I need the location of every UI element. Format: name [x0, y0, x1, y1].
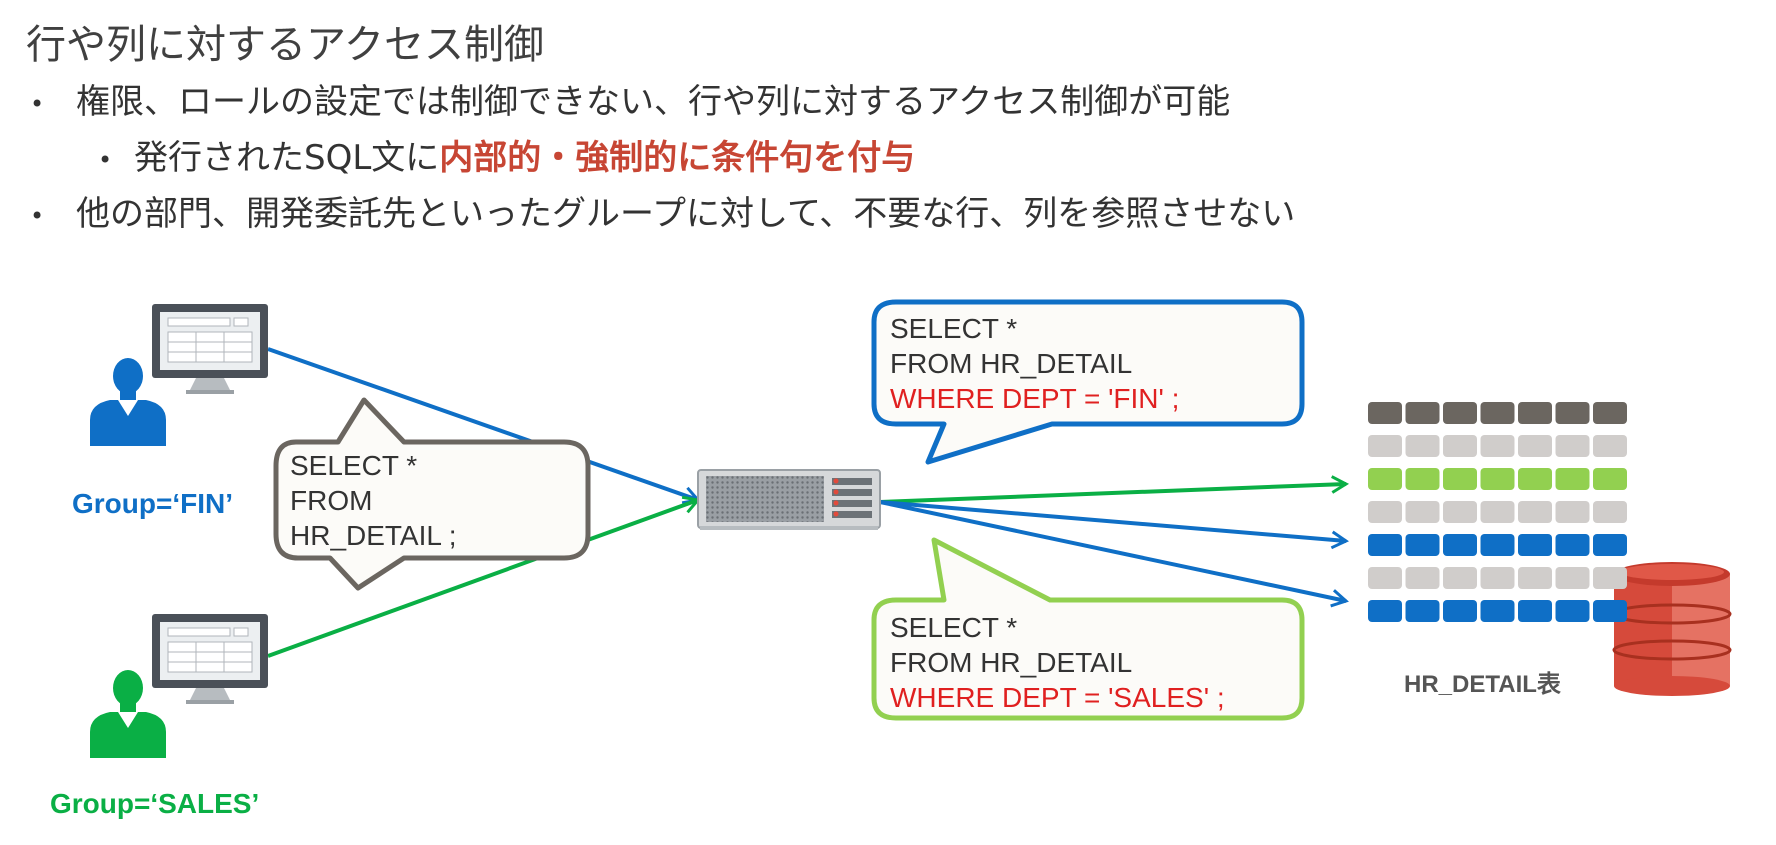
- table-cell: [1593, 402, 1627, 424]
- table-cell: [1480, 435, 1515, 457]
- table-cell: [1518, 435, 1552, 457]
- monitor-icon: [152, 304, 268, 394]
- table-cell: [1593, 600, 1627, 622]
- table-cell: [1443, 435, 1477, 457]
- table-cell: [1593, 435, 1627, 457]
- person-icon: [90, 358, 166, 446]
- fin-query-where: WHERE DEPT = 'FIN' ;: [890, 383, 1180, 414]
- bullet-1a-text: 発行されたSQL文に: [134, 138, 440, 178]
- bullet-1a-emphasis: 内部的・強制的に条件句を付与: [439, 138, 916, 178]
- sales-query-line-2: FROM HR_DETAIL: [890, 647, 1133, 678]
- table-cell: [1480, 402, 1515, 424]
- table-cell: [1443, 402, 1477, 424]
- table-cell: [1555, 501, 1590, 523]
- user-query-line-1: SELECT *: [290, 450, 418, 481]
- sales-query-where: WHERE DEPT = 'SALES' ;: [890, 682, 1225, 713]
- fin-query-line-2: FROM HR_DETAIL: [890, 348, 1133, 379]
- table-cell: [1405, 534, 1440, 556]
- table-cell: [1518, 534, 1552, 556]
- group-sales-label: Group=‘SALES’: [50, 788, 260, 819]
- table-cell: [1405, 435, 1440, 457]
- table-cell: [1443, 534, 1477, 556]
- table-cell: [1368, 534, 1402, 556]
- server-to-green-row-line: [879, 475, 1350, 504]
- user-query-text: SELECT * FROM HR_DETAIL ;: [290, 448, 456, 553]
- table-cell: [1480, 534, 1515, 556]
- table-cell: [1368, 600, 1402, 622]
- sales-query-callout: [871, 537, 1305, 721]
- bullet-2-text: 他の部門、開発委託先といったグループに対して、不要な行、列を参照させない: [76, 194, 1296, 234]
- sales-query-text: SELECT * FROM HR_DETAIL WHERE DEPT = 'SA…: [890, 610, 1225, 715]
- table-cell: [1443, 501, 1477, 523]
- bullet-dot: •: [98, 145, 113, 174]
- user-query-line-2: FROM: [290, 485, 373, 516]
- table-cell: [1480, 567, 1515, 589]
- table-cell: [1555, 567, 1590, 589]
- table-cell: [1518, 567, 1552, 589]
- table-cell: [1405, 600, 1440, 622]
- table-cell: [1443, 600, 1477, 622]
- table-cell: [1405, 402, 1440, 424]
- user-query-callout: [273, 397, 591, 591]
- table-cell: [1368, 468, 1402, 490]
- table-cell: [1518, 501, 1552, 523]
- server-to-blue-row2-line: [879, 500, 1349, 608]
- bullet-2: • 他の部門、開発委託先といったグループに対して、不要な行、列を参照させない: [30, 186, 1295, 235]
- page-title: 行や列に対するアクセス制御: [26, 22, 544, 68]
- group-fin-label: Group=‘FIN’: [72, 488, 233, 519]
- bullet-dot: •: [30, 201, 45, 230]
- fin-query-text: SELECT * FROM HR_DETAIL WHERE DEPT = 'FI…: [890, 311, 1179, 416]
- table-label: HR_DETAIL表: [1404, 671, 1561, 698]
- table-cell: [1480, 501, 1515, 523]
- fin-user: [90, 304, 268, 446]
- fin-query-callout: [871, 299, 1305, 465]
- monitor-icon: [152, 614, 268, 704]
- table-cell: [1593, 567, 1627, 589]
- table-cell: [1593, 501, 1627, 523]
- table-cell: [1480, 600, 1515, 622]
- table-cell: [1405, 501, 1440, 523]
- table-cell: [1368, 501, 1402, 523]
- database-icon: [1612, 562, 1732, 696]
- server-icon: [697, 469, 881, 530]
- table-cell: [1518, 600, 1552, 622]
- table-cell: [1480, 468, 1515, 490]
- sales-query-line-1: SELECT *: [890, 612, 1018, 643]
- table-cell: [1518, 402, 1552, 424]
- table-cell: [1368, 402, 1402, 424]
- person-icon: [90, 670, 166, 758]
- table-cell: [1555, 534, 1590, 556]
- fin-to-server-line: [267, 347, 701, 505]
- bullet-1: • 権限、ロールの設定では制御できない、行や列に対するアクセス制御が可能: [30, 74, 1230, 123]
- fin-query-line-1: SELECT *: [890, 313, 1018, 344]
- server-to-blue-row1-line: [879, 500, 1350, 550]
- sales-user: [90, 614, 268, 758]
- table-cell: [1555, 468, 1590, 490]
- table-cell: [1405, 468, 1440, 490]
- bullet-1-text: 権限、ロールの設定では制御できない、行や列に対するアクセス制御が可能: [76, 82, 1231, 122]
- user-query-line-3: HR_DETAIL ;: [290, 520, 457, 551]
- table-cell: [1443, 567, 1477, 589]
- table-cell: [1593, 534, 1627, 556]
- sales-to-server-line: [267, 495, 701, 658]
- table-cell: [1593, 468, 1627, 490]
- bullet-dot: •: [30, 89, 45, 118]
- table-cell: [1555, 402, 1590, 424]
- table-cell: [1555, 600, 1590, 622]
- bullet-1a: • 発行されたSQL文に内部的・強制的に条件句を付与: [98, 130, 915, 179]
- hr-detail-table: [1368, 402, 1627, 622]
- table-cell: [1443, 468, 1477, 490]
- table-cell: [1518, 468, 1552, 490]
- table-cell: [1368, 435, 1402, 457]
- table-cell: [1555, 435, 1590, 457]
- table-cell: [1405, 567, 1440, 589]
- table-cell: [1368, 567, 1402, 589]
